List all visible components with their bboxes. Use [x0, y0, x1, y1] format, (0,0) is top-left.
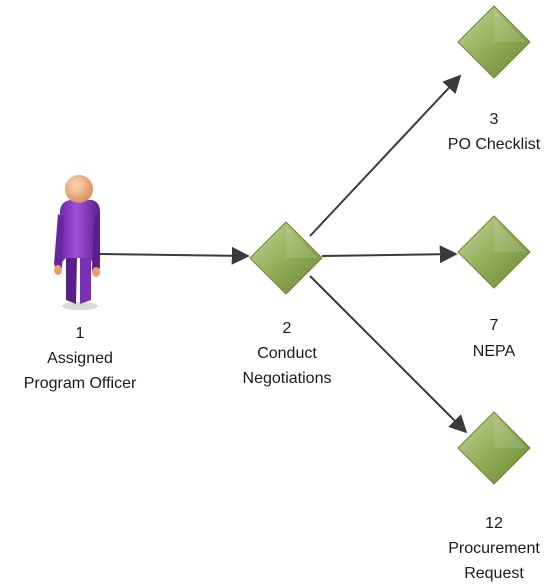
- node-label-line2: Program Officer: [24, 375, 137, 392]
- node-number: 1: [76, 325, 85, 342]
- diamond-procurement-request: [457, 411, 531, 485]
- node-label-line1: Procurement: [448, 540, 540, 557]
- edge-conduct-to-procurement: [309, 275, 468, 434]
- label-nepa: 7 NEPA: [473, 317, 516, 360]
- edges: [99, 74, 468, 434]
- edge-person-to-conduct: [99, 246, 250, 265]
- node-number: 12: [485, 515, 503, 532]
- node-label-line2: Negotiations: [243, 370, 332, 387]
- node-number: 3: [490, 111, 499, 128]
- person-icon: [54, 175, 100, 310]
- node-label-line1: Conduct: [257, 345, 317, 362]
- label-checklist: 3 PO Checklist: [448, 111, 541, 153]
- label-person: 1 Assigned Program Officer: [24, 325, 137, 392]
- node-label-line1: PO Checklist: [448, 136, 541, 153]
- node-label-line2: Request: [464, 565, 524, 582]
- label-conduct: 2 Conduct Negotiations: [243, 320, 332, 387]
- node-label-line1: Assigned: [47, 350, 113, 367]
- node-label-line1: NEPA: [473, 343, 516, 360]
- diamond-po-checklist: [457, 5, 531, 79]
- diamond-conduct-negotiations: [249, 221, 323, 295]
- diamond-nepa: [457, 215, 531, 289]
- edge-conduct-to-nepa: [321, 245, 458, 264]
- label-procurement: 12 Procurement Request: [448, 515, 540, 582]
- edge-conduct-to-checklist: [309, 74, 462, 237]
- node-number: 7: [490, 317, 499, 334]
- node-number: 2: [283, 320, 292, 337]
